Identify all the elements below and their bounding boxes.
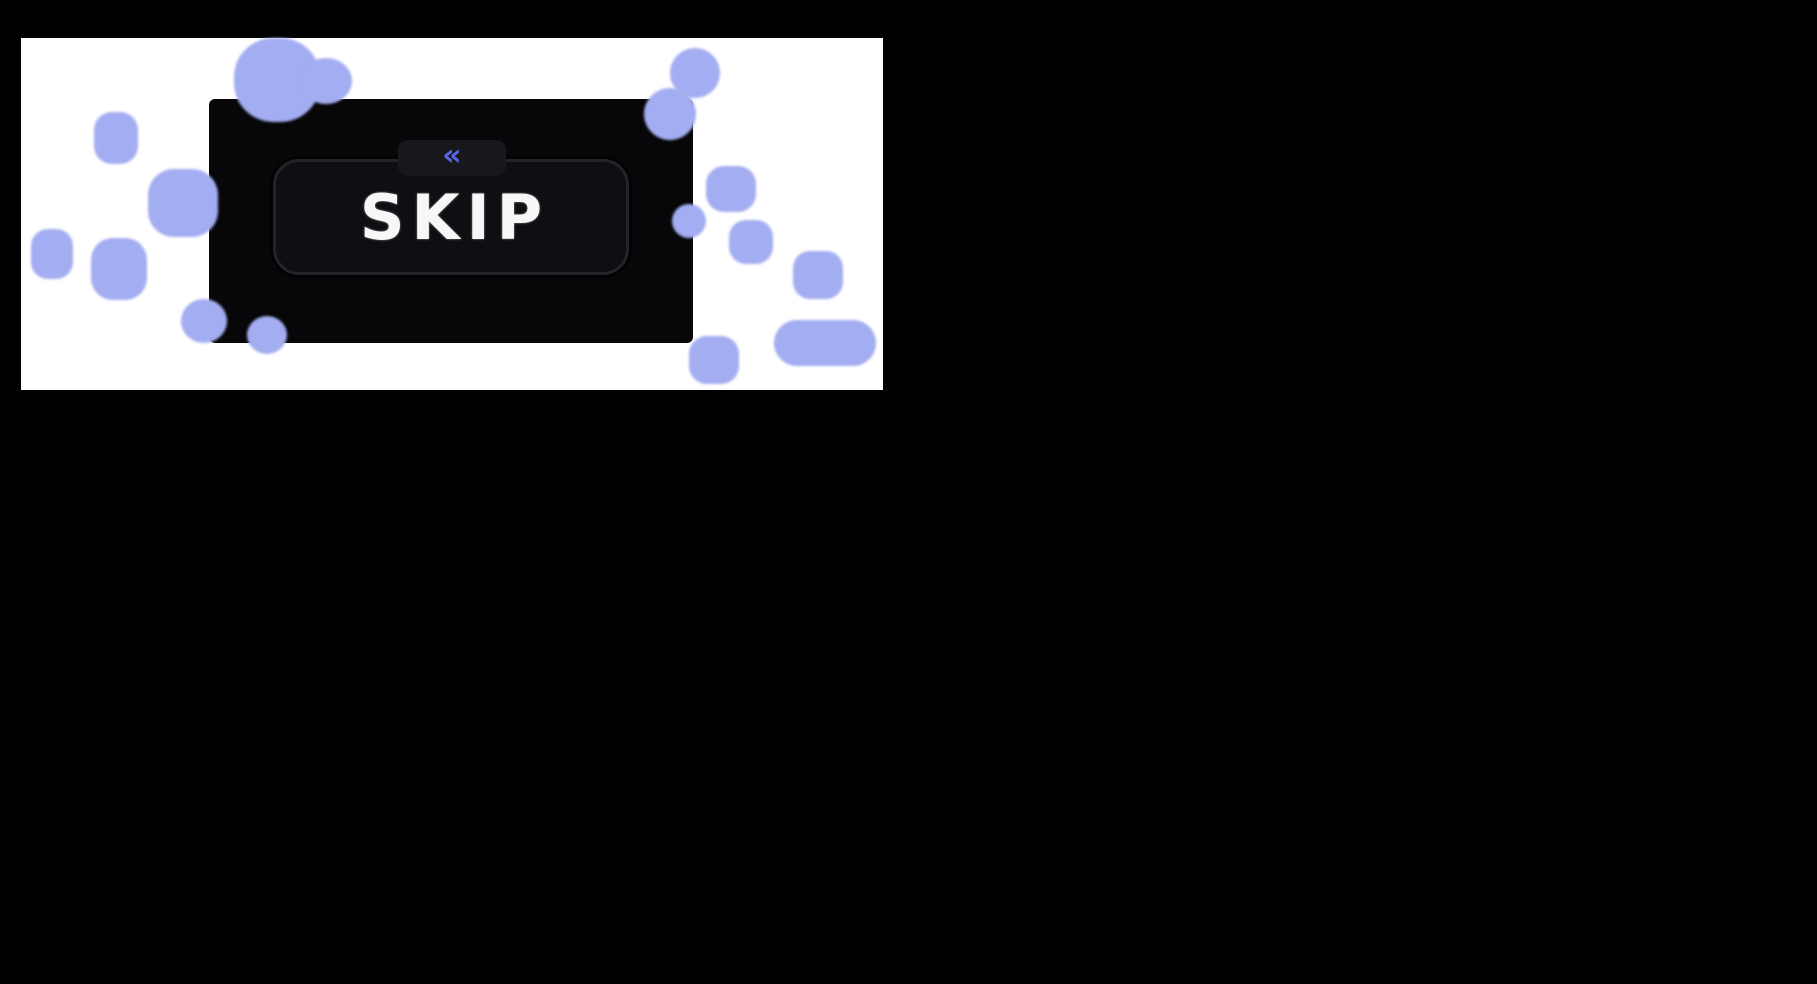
skip-panel: « SKIP [209, 99, 693, 343]
drawing-canvas[interactable]: « SKIP [21, 38, 883, 390]
collapse-tab[interactable]: « [398, 140, 506, 176]
skip-button[interactable]: SKIP [273, 159, 629, 275]
chevron-double-left-icon: « [442, 138, 462, 173]
